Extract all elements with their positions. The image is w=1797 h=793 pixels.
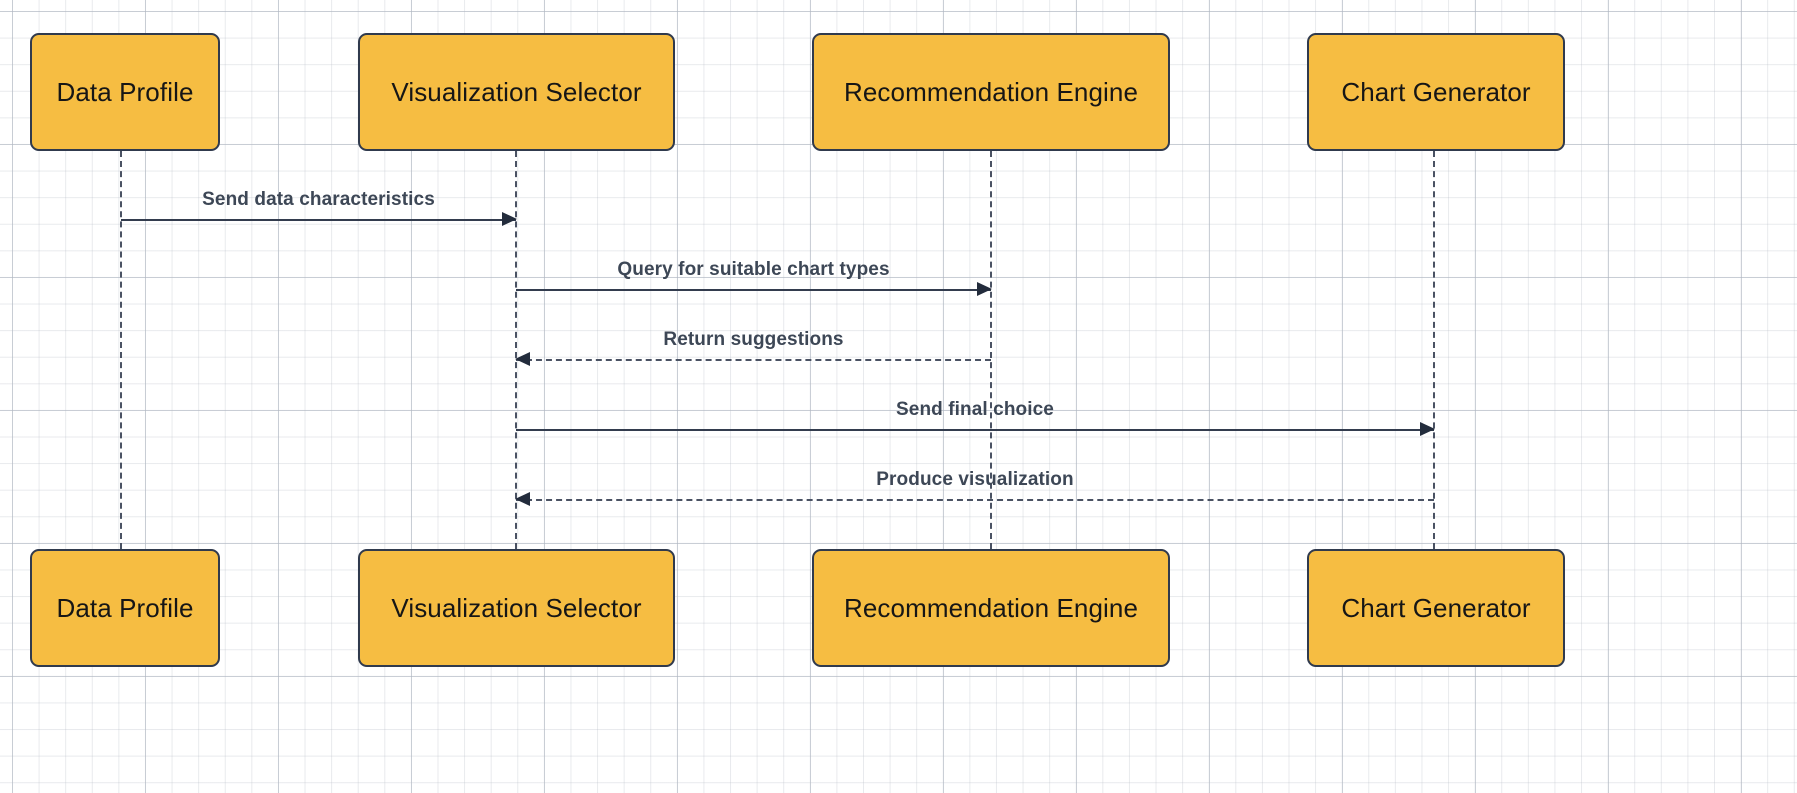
message-line-query-for-suitable-chart-types	[516, 289, 991, 291]
actor-box-footer-data-profile[interactable]: Data Profile	[30, 549, 220, 667]
actor-label-recommendation-engine: Recommendation Engine	[843, 592, 1139, 623]
lifeline-data-profile	[120, 151, 122, 549]
actor-box-header-chart-generator[interactable]: Chart Generator	[1307, 33, 1565, 151]
actor-label-visualization-selector: Visualization Selector	[391, 592, 642, 623]
message-label-query-for-suitable-chart-types: Query for suitable chart types	[617, 259, 890, 280]
arrowhead-right-icon	[502, 212, 517, 226]
actor-label-recommendation-engine: Recommendation Engine	[843, 76, 1139, 107]
actor-box-header-data-profile[interactable]: Data Profile	[30, 33, 220, 151]
arrowhead-right-icon	[1420, 422, 1435, 436]
message-label-send-final-choice: Send final choice	[896, 399, 1054, 420]
message-line-produce-visualization	[516, 499, 1434, 501]
message-line-send-data-characteristics	[121, 219, 516, 221]
actor-label-data-profile: Data Profile	[56, 592, 194, 623]
actor-label-chart-generator: Chart Generator	[1341, 76, 1531, 107]
arrowhead-left-icon	[515, 352, 530, 366]
actor-box-footer-visualization-selector[interactable]: Visualization Selector	[358, 549, 675, 667]
message-label-produce-visualization: Produce visualization	[876, 469, 1074, 490]
lifeline-visualization-selector	[515, 151, 517, 549]
actor-label-chart-generator: Chart Generator	[1341, 592, 1531, 623]
lifeline-recommendation-engine	[990, 151, 992, 549]
message-label-return-suggestions: Return suggestions	[663, 329, 844, 350]
message-line-return-suggestions	[516, 359, 991, 361]
lifeline-chart-generator	[1433, 151, 1435, 549]
arrowhead-right-icon	[977, 282, 992, 296]
actor-box-header-recommendation-engine[interactable]: Recommendation Engine	[812, 33, 1170, 151]
actor-label-data-profile: Data Profile	[56, 76, 194, 107]
actor-box-footer-recommendation-engine[interactable]: Recommendation Engine	[812, 549, 1170, 667]
actor-box-footer-chart-generator[interactable]: Chart Generator	[1307, 549, 1565, 667]
actor-box-header-visualization-selector[interactable]: Visualization Selector	[358, 33, 675, 151]
arrowhead-left-icon	[515, 492, 530, 506]
message-line-send-final-choice	[516, 429, 1434, 431]
actor-label-visualization-selector: Visualization Selector	[391, 76, 642, 107]
message-label-send-data-characteristics: Send data characteristics	[202, 189, 435, 210]
